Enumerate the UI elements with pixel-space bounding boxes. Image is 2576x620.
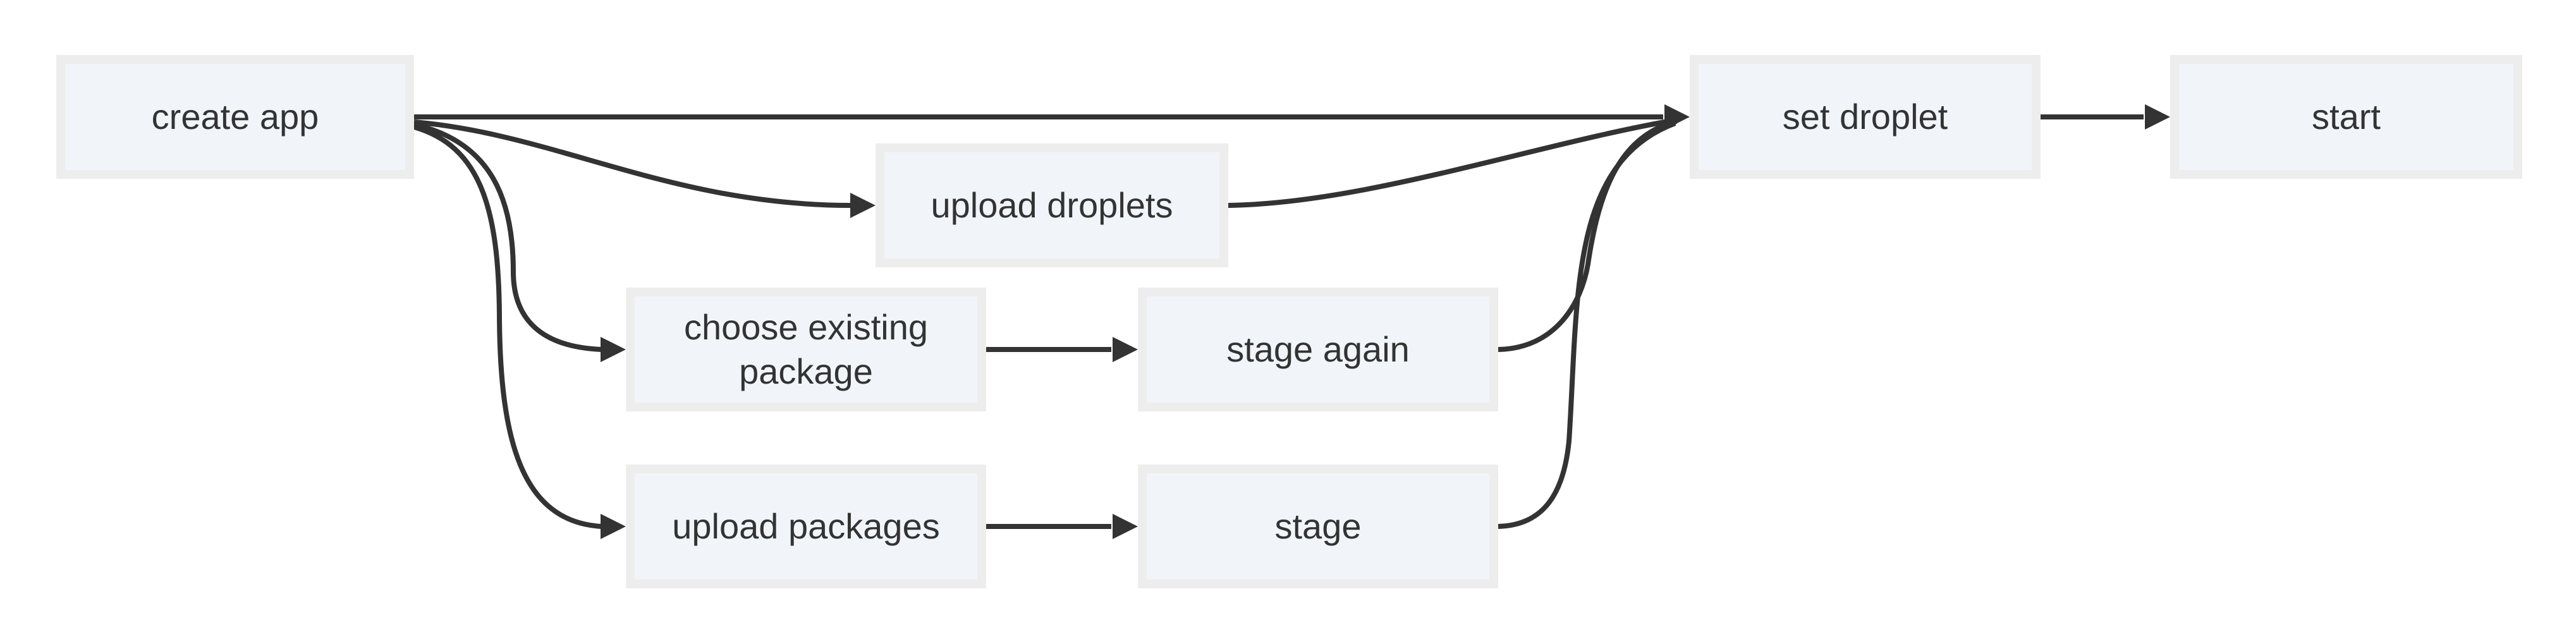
node-label: choose existing package (683, 307, 928, 391)
edge-upload-droplets--set-droplet (1228, 118, 1676, 208)
arrowhead-stage (1113, 514, 1138, 539)
arrowhead-upload-packages (601, 514, 626, 539)
arrowhead-start (2145, 104, 2170, 130)
node-stage: stage (1138, 465, 1498, 588)
node-start: start (2170, 55, 2522, 179)
arrowhead-upload-droplets (850, 193, 876, 218)
node-label: set droplet (1782, 97, 1948, 137)
node-upload-droplets: upload droplets (876, 143, 1228, 267)
edge-create-app--upload-droplets (413, 119, 852, 208)
node-upload-packages: upload packages (626, 465, 986, 588)
edge-create-app--choose-existing-package (413, 122, 602, 352)
edge-create-app--upload-packages (413, 125, 602, 529)
edge-stage--set-droplet (1498, 121, 1676, 529)
node-set-droplet: set droplet (1690, 55, 2041, 179)
node-label: upload packages (672, 506, 940, 546)
node-label: create app (151, 97, 319, 137)
node-choose-existing-package: choose existing package (626, 288, 986, 411)
node-stage-again: stage again (1138, 288, 1498, 411)
arrowhead-stage-again (1113, 337, 1138, 362)
node-label: stage (1274, 506, 1362, 546)
node-create-app: create app (56, 55, 414, 179)
node-label: stage again (1226, 329, 1410, 369)
node-label: start (2312, 97, 2381, 137)
node-label: upload droplets (931, 185, 1173, 225)
arrowhead-choose-existing-package (601, 337, 626, 362)
